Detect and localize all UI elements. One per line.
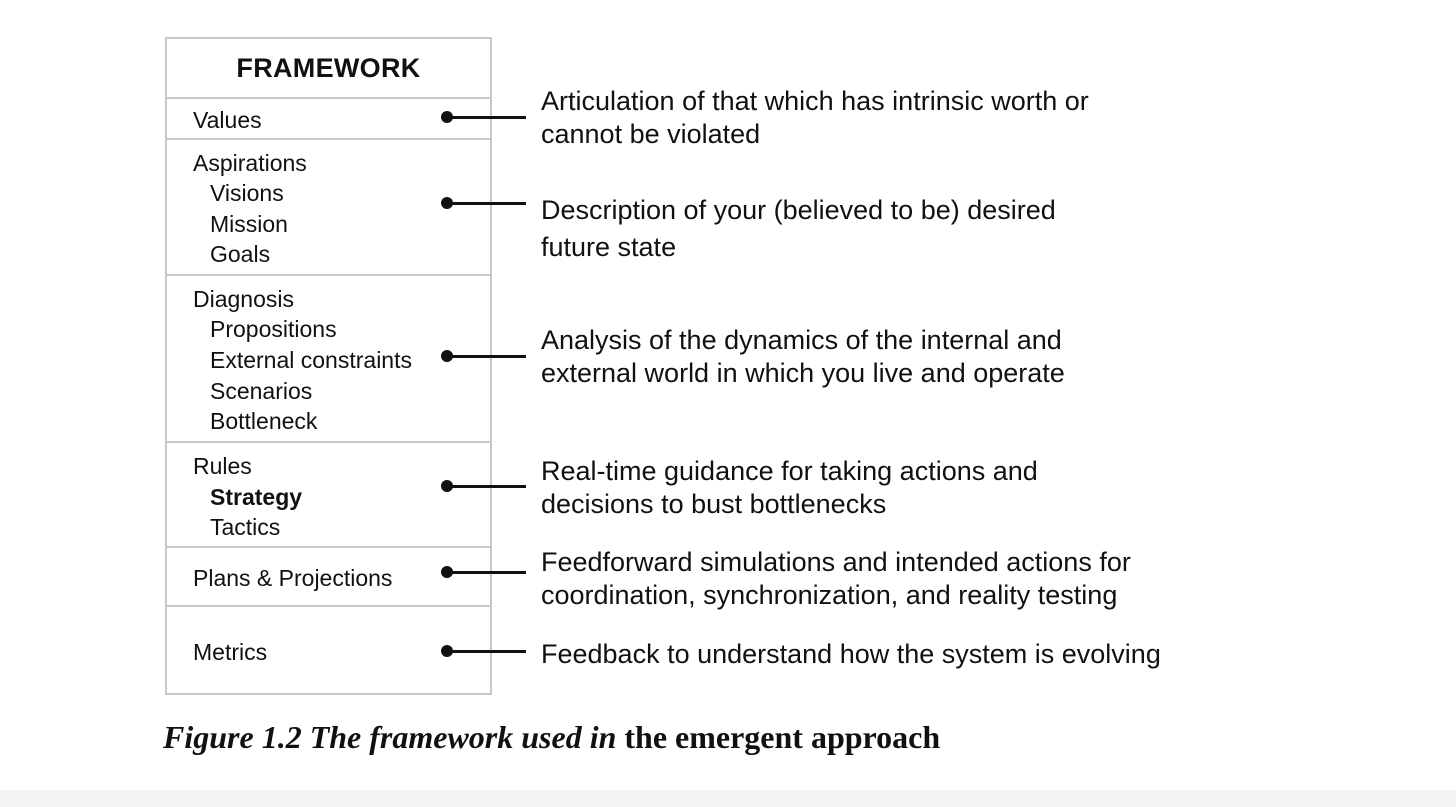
divider <box>167 138 490 140</box>
description-aspirations: Description of your (believed to be) des… <box>541 192 1056 266</box>
connector-line <box>449 354 526 358</box>
description-values: Articulation of that which has intrinsic… <box>541 85 1089 151</box>
aspirations-item-goals: Goals <box>210 241 271 267</box>
divider <box>167 274 490 276</box>
description-diagnosis: Analysis of the dynamics of the internal… <box>541 324 1065 390</box>
connector-line <box>449 484 526 488</box>
connector-line <box>449 649 526 653</box>
description-metrics: Feedback to understand how the system is… <box>541 638 1161 671</box>
section-aspirations-label: Aspirations <box>193 150 307 176</box>
section-metrics-label: Metrics <box>193 639 268 665</box>
aspirations-item-visions: Visions <box>210 180 284 206</box>
rules-item-strategy: Strategy <box>210 484 303 510</box>
description-line: Articulation of that which has intrinsic… <box>541 86 1089 116</box>
description-line: Feedforward simulations and intended act… <box>541 547 1131 577</box>
description-line: decisions to bust bottlenecks <box>541 489 887 519</box>
figure-caption: Figure 1.2 The framework used in the eme… <box>163 719 940 756</box>
section-diagnosis-label: Diagnosis <box>193 286 294 312</box>
divider <box>167 441 490 443</box>
rules-item-tactics: Tactics <box>210 514 281 540</box>
divider <box>167 546 490 548</box>
connector-dot <box>441 480 453 492</box>
description-line: future state <box>541 232 677 262</box>
caption-regular: the emergent approach <box>616 719 941 755</box>
description-line: Analysis of the dynamics of the internal… <box>541 325 1062 355</box>
description-line: Real-time guidance for taking actions an… <box>541 456 1038 486</box>
aspirations-item-mission: Mission <box>210 211 288 237</box>
framework-box: FRAMEWORK Values Aspirations Visions Mis… <box>165 37 492 695</box>
connector-dot <box>441 645 453 657</box>
caption-italic: Figure 1.2 The framework used in <box>163 719 617 755</box>
connector-dot <box>441 350 453 362</box>
framework-title: FRAMEWORK <box>236 53 421 83</box>
connector-line <box>449 570 526 574</box>
section-values-label: Values <box>193 107 262 133</box>
description-line: external world in which you live and ope… <box>541 358 1065 388</box>
description-line: Description of your (believed to be) des… <box>541 195 1056 225</box>
diagnosis-item-propositions: Propositions <box>210 316 337 342</box>
divider <box>167 97 490 99</box>
section-plans-label: Plans & Projections <box>193 565 393 591</box>
bottom-strip <box>0 790 1456 807</box>
connector-line <box>449 115 526 119</box>
connector-dot <box>441 566 453 578</box>
divider <box>167 605 490 607</box>
description-plans: Feedforward simulations and intended act… <box>541 546 1131 612</box>
description-rules: Real-time guidance for taking actions an… <box>541 455 1038 521</box>
description-line: cannot be violated <box>541 119 761 149</box>
description-line: coordination, synchronization, and reali… <box>541 580 1118 610</box>
description-line: Feedback to understand how the system is… <box>541 639 1161 669</box>
connector-dot <box>441 197 453 209</box>
section-rules-label: Rules <box>193 453 252 479</box>
connector-line <box>449 201 526 205</box>
connector-dot <box>441 111 453 123</box>
diagnosis-item-bottleneck: Bottleneck <box>210 408 318 434</box>
diagnosis-item-scenarios: Scenarios <box>210 378 313 404</box>
diagnosis-item-external-constraints: External constraints <box>210 347 412 373</box>
